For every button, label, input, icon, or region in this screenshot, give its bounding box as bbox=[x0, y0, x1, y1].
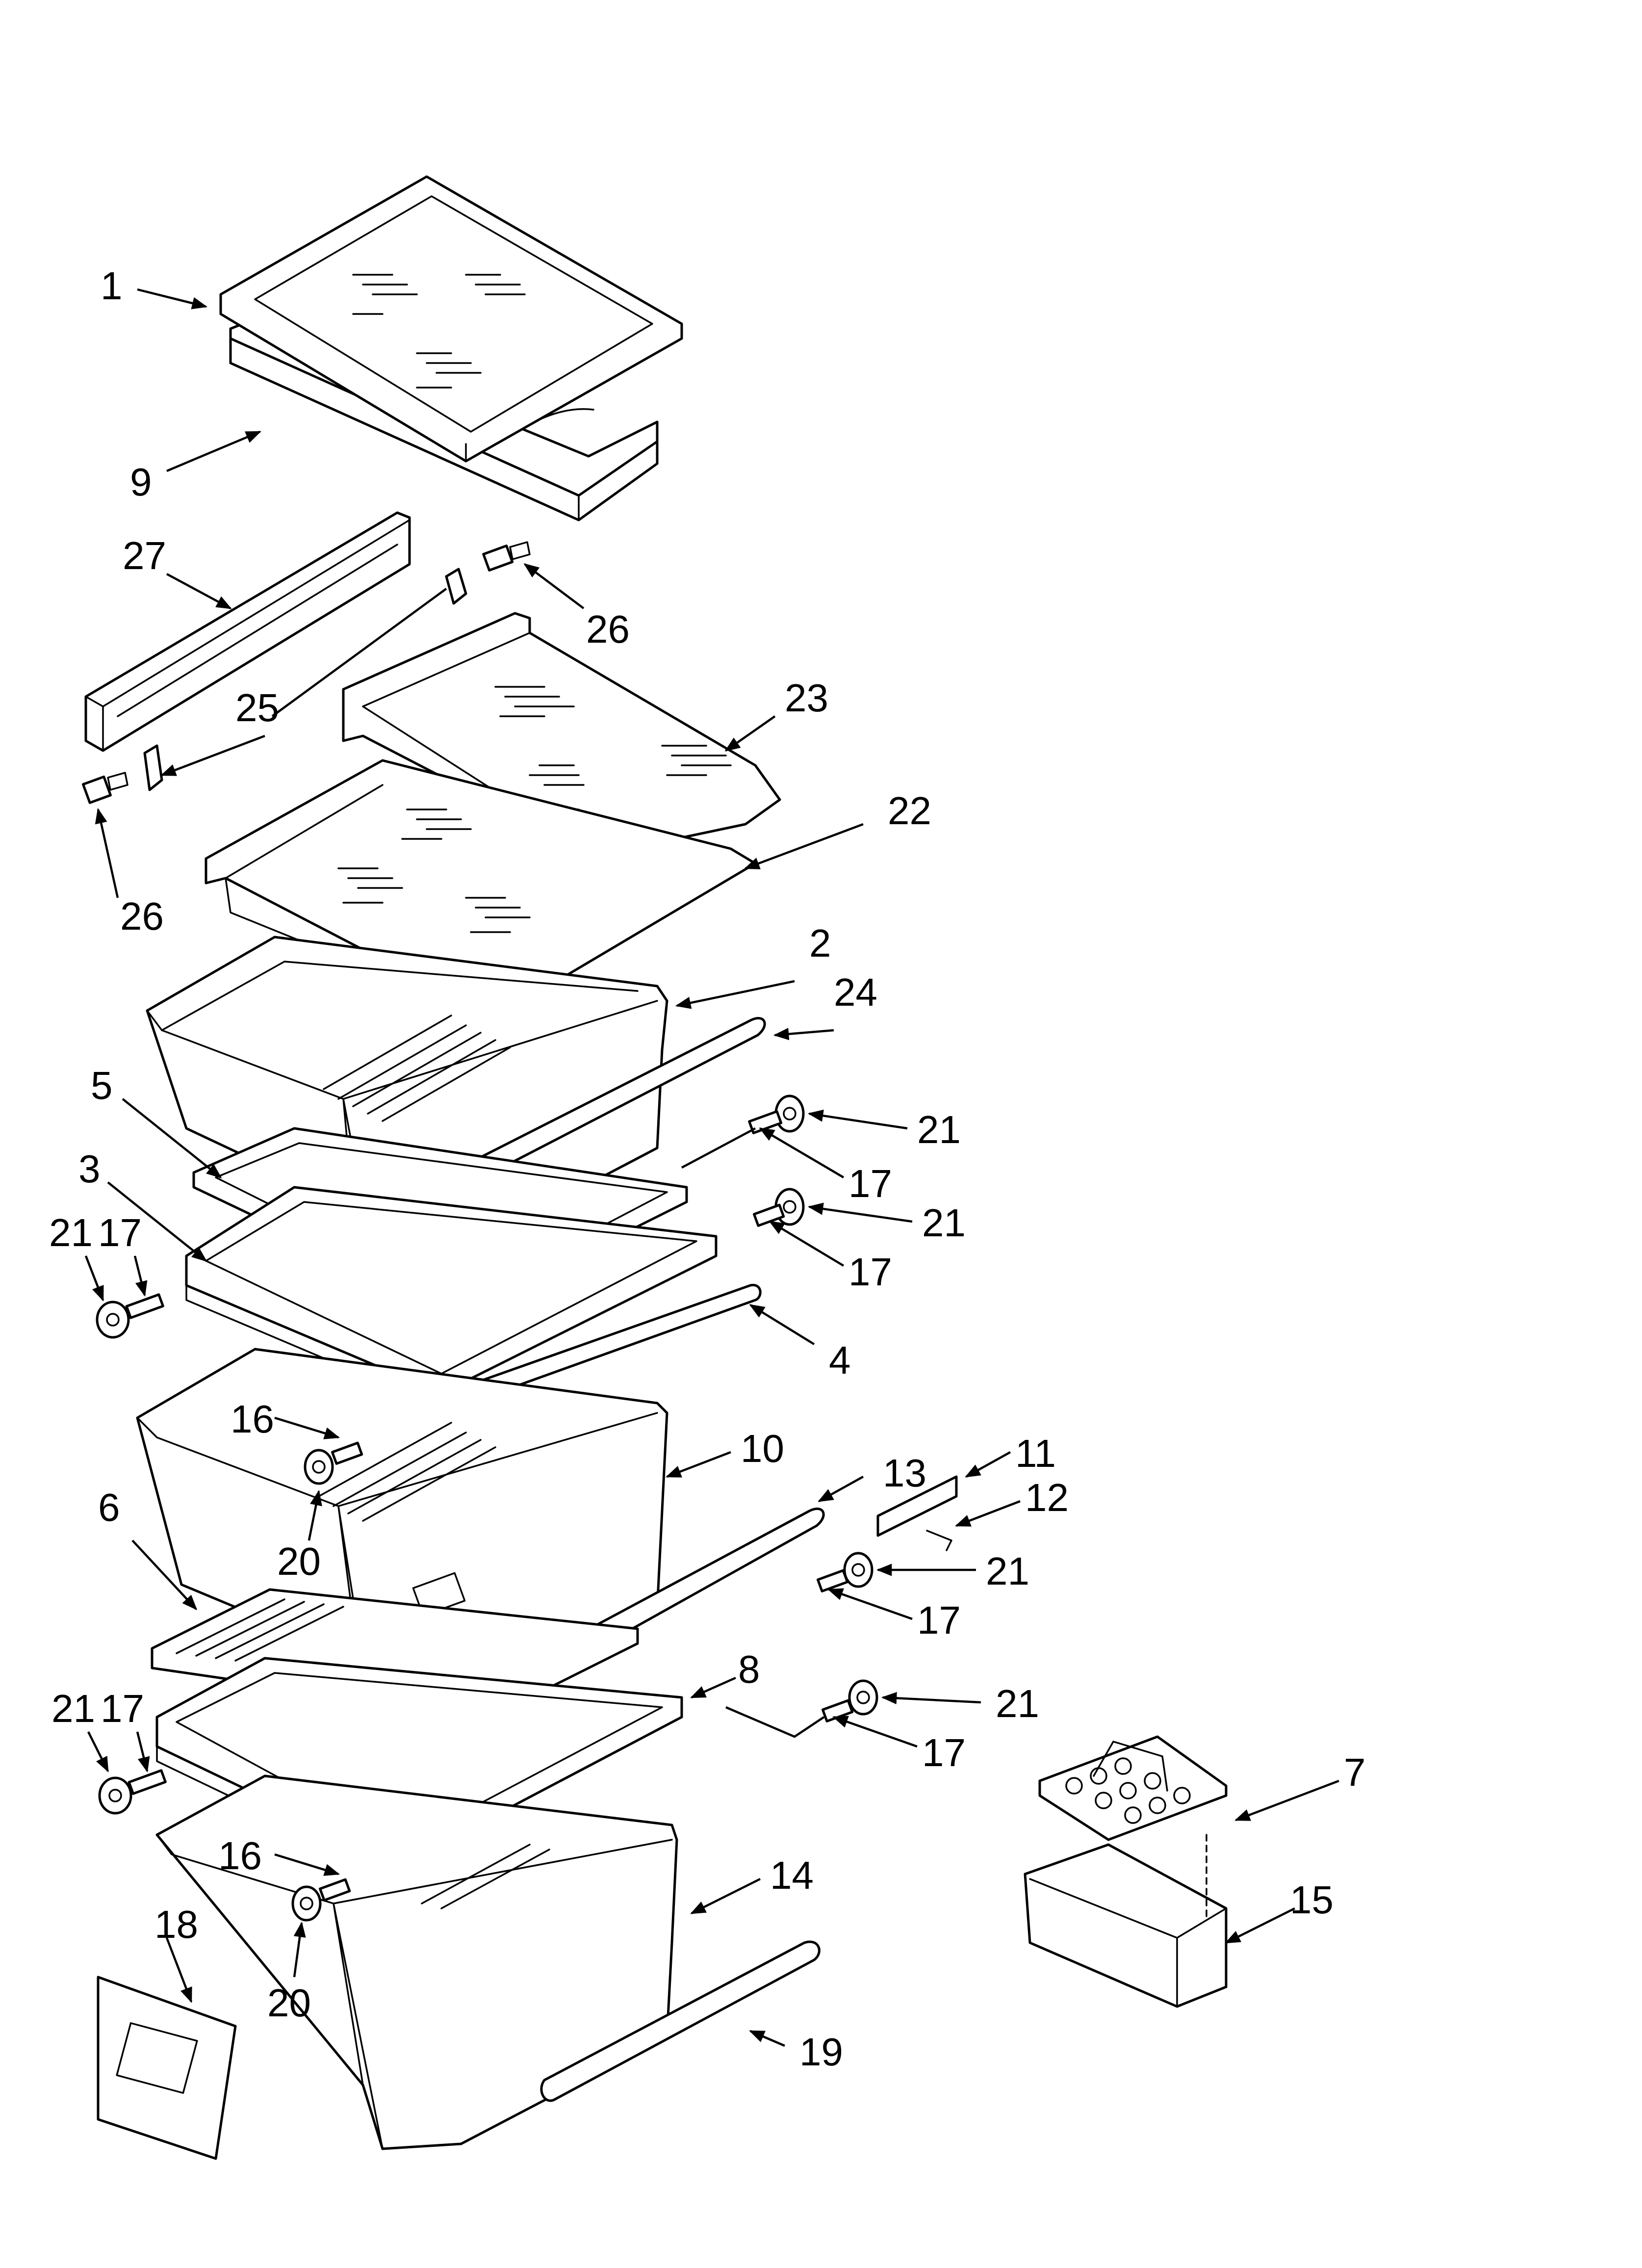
bracket-25-lower bbox=[143, 744, 163, 791]
callout-20-lower: 20 bbox=[267, 1981, 311, 2025]
callout-15: 15 bbox=[1290, 1878, 1334, 1922]
callout-11: 11 bbox=[1015, 1432, 1056, 1475]
leader-arrows bbox=[84, 288, 1339, 2047]
callout-21-e: 21 bbox=[51, 1687, 95, 1730]
callout-21-b: 21 bbox=[49, 1211, 93, 1254]
callout-9: 9 bbox=[130, 460, 152, 504]
callout-17-b: 17 bbox=[98, 1211, 142, 1254]
callout-2: 2 bbox=[809, 921, 831, 965]
callout-23: 23 bbox=[785, 676, 828, 720]
callout-3: 3 bbox=[78, 1147, 101, 1191]
top-glass-shelf bbox=[219, 175, 683, 463]
callout-16-upper: 16 bbox=[231, 1397, 274, 1441]
callout-27: 27 bbox=[123, 534, 166, 577]
roller-16-20-upper bbox=[304, 1441, 363, 1485]
roller-right-middle bbox=[817, 1552, 873, 1592]
callout-17-c: 17 bbox=[848, 1250, 892, 1294]
callout-26-lower: 26 bbox=[120, 894, 164, 938]
roller-right-lower bbox=[725, 1679, 878, 1738]
callout-21-f: 21 bbox=[996, 1682, 1039, 1725]
callout-7: 7 bbox=[1344, 1750, 1366, 1794]
callout-21-c: 21 bbox=[922, 1201, 966, 1245]
crisper-cover-23 bbox=[342, 612, 781, 875]
callout-26-upper: 26 bbox=[586, 607, 630, 651]
callout-10: 10 bbox=[741, 1427, 784, 1470]
callout-16-lower: 16 bbox=[218, 1834, 262, 1877]
callout-17-f: 17 bbox=[922, 1731, 966, 1774]
callout-5: 5 bbox=[91, 1064, 113, 1107]
callout-4: 4 bbox=[829, 1338, 851, 1382]
callout-6: 6 bbox=[98, 1486, 120, 1529]
callout-8: 8 bbox=[738, 1647, 760, 1691]
callout-24: 24 bbox=[834, 970, 877, 1014]
roller-left-lower bbox=[98, 1769, 167, 1815]
front-trim-27 bbox=[84, 511, 411, 752]
lower-crisper-14 bbox=[155, 1774, 678, 2150]
callout-14: 14 bbox=[770, 1853, 814, 1897]
callout-22: 22 bbox=[888, 789, 931, 833]
frame-4 bbox=[430, 1284, 762, 1414]
callout-25: 25 bbox=[235, 686, 279, 730]
callout-12: 12 bbox=[1025, 1476, 1069, 1519]
callout-17-e: 17 bbox=[101, 1687, 144, 1730]
callout-17-a: 17 bbox=[848, 1162, 892, 1205]
egg-tray-7 bbox=[1038, 1735, 1228, 1841]
callout-1: 1 bbox=[101, 264, 123, 308]
roller-right-upper bbox=[681, 1095, 805, 1169]
screw-26-lower bbox=[81, 772, 128, 804]
trim-19 bbox=[540, 1940, 821, 2102]
callout-18: 18 bbox=[154, 1903, 198, 1946]
callout-19: 19 bbox=[799, 2030, 843, 2074]
roller-right-upper-2 bbox=[753, 1188, 805, 1227]
callout-17-d: 17 bbox=[917, 1598, 961, 1642]
callout-21-a: 21 bbox=[917, 1108, 961, 1151]
roller-left-upper bbox=[96, 1293, 164, 1339]
callout-labels: 1 9 27 26 25 23 22 26 2 24 21 17 5 3 21 … bbox=[49, 264, 1366, 2074]
screw-26-upper bbox=[482, 541, 531, 572]
roller-16-20-lower bbox=[291, 1878, 351, 1922]
bracket-25-upper bbox=[445, 568, 467, 605]
callout-13: 13 bbox=[883, 1451, 926, 1495]
callout-20-upper: 20 bbox=[277, 1539, 321, 1583]
frame-3 bbox=[185, 1186, 718, 1409]
part-11-12 bbox=[876, 1475, 958, 1551]
panel-18 bbox=[97, 1976, 237, 2160]
bin-15 bbox=[1024, 1834, 1228, 2008]
callout-21-d: 21 bbox=[986, 1549, 1029, 1593]
